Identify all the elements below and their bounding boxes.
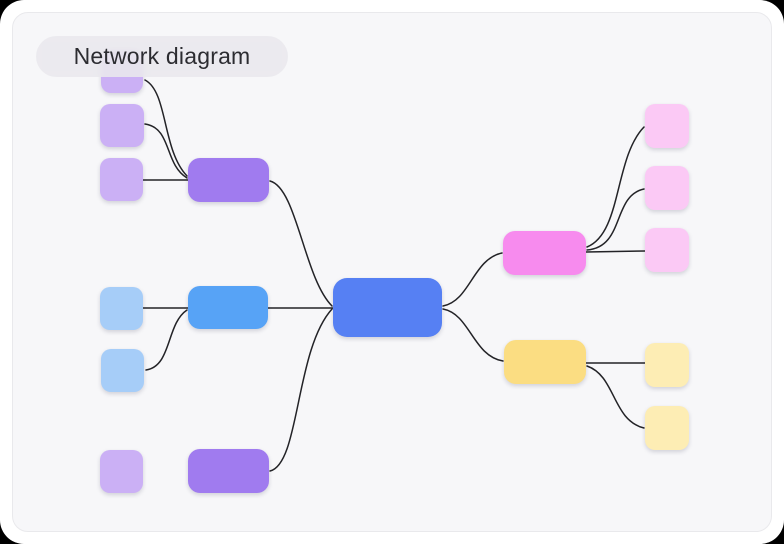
node-c1[interactable] (333, 278, 442, 337)
diagram-title-pill[interactable]: Network diagram (36, 36, 288, 77)
node-y2[interactable] (645, 406, 689, 450)
node-l4[interactable] (100, 287, 143, 330)
node-r2[interactable] (504, 340, 586, 384)
diagram-title-label: Network diagram (73, 43, 251, 69)
node-l3[interactable] (100, 158, 143, 201)
node-m2[interactable] (188, 286, 268, 329)
node-l2[interactable] (100, 104, 144, 147)
node-l6[interactable] (100, 450, 143, 493)
node-p1[interactable] (645, 104, 689, 148)
diagram-canvas[interactable] (12, 12, 772, 532)
node-p2[interactable] (645, 166, 689, 210)
node-m1[interactable] (188, 158, 269, 202)
node-p3[interactable] (645, 228, 689, 272)
node-m3[interactable] (188, 449, 269, 493)
node-y1[interactable] (645, 343, 689, 387)
node-r1[interactable] (503, 231, 586, 275)
node-l5[interactable] (101, 349, 144, 392)
